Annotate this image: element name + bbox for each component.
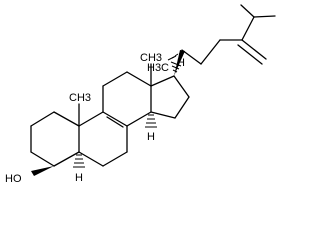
- molecule-structure: HO H H H CH3 CH3 H3C: [5, 4, 276, 185]
- ring-d: [150, 75, 190, 119]
- wedge-c17-c20: [174, 50, 185, 76]
- ring-b: [78, 111, 128, 167]
- label-methyl-c20: H3C: [147, 62, 169, 74]
- hash-c20-methyl: [167, 52, 182, 61]
- wedge-c3-oh: [31, 166, 54, 176]
- label-methyl-c10: CH3: [69, 92, 91, 104]
- label-h-c14: H: [147, 131, 155, 143]
- label-hydroxyl: HO: [5, 173, 22, 185]
- ring-a: [30, 111, 80, 167]
- side-chain: [181, 4, 276, 65]
- label-h-c17: H: [177, 57, 185, 69]
- label-h-c5: H: [75, 172, 83, 184]
- hash-c14-h: [145, 114, 157, 128]
- methylene-double-bond: [237, 39, 267, 65]
- hash-c17-h: [170, 61, 182, 73]
- label-methyl-c13: CH3: [140, 52, 162, 64]
- double-bond-c8-c9: [106, 116, 124, 128]
- ring-c: [102, 71, 152, 127]
- hash-c5-h: [73, 154, 85, 168]
